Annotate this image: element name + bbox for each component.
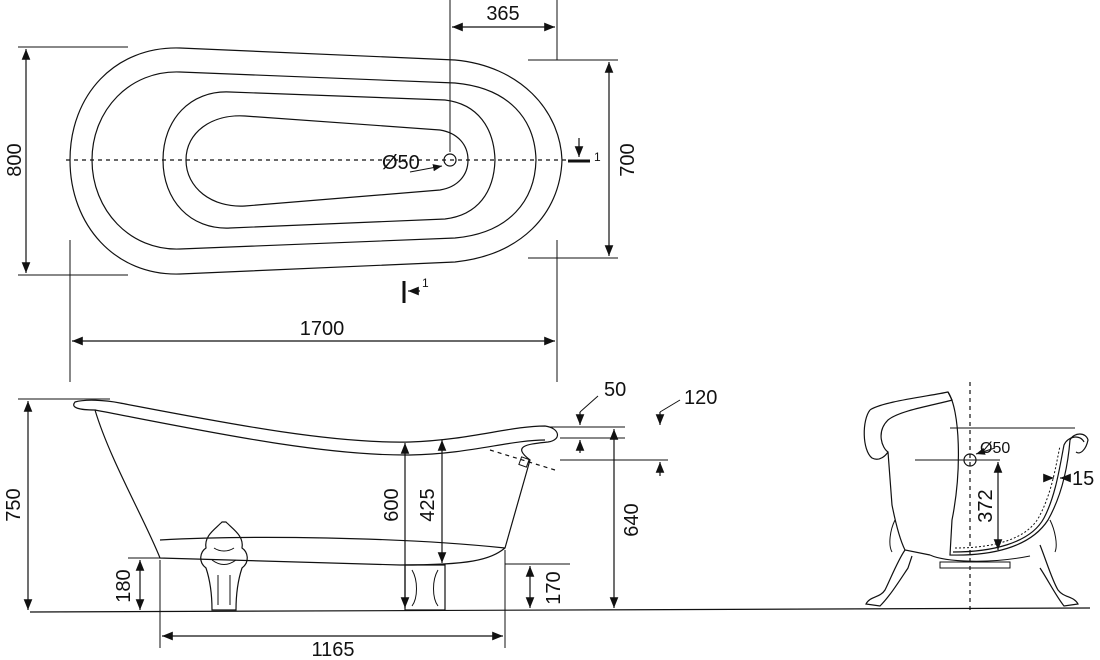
wall-thickness-label: 15 [1072, 468, 1094, 490]
section-body-left [869, 391, 953, 556]
section-wall-hatch [954, 445, 1061, 549]
inner-height-label: 600 [381, 488, 403, 521]
drain-offset-label: 365 [486, 3, 519, 25]
drain-height-label: 425 [417, 488, 439, 521]
side-view: 750 180 600 425 170 640 50 120 [3, 379, 1091, 660]
section-drain-diameter-label: Ø50 [980, 440, 1010, 457]
claw-foot-left [200, 521, 248, 611]
section-legs [865, 519, 1079, 607]
section-body-right [947, 391, 1089, 556]
base-height-label: 170 [543, 571, 565, 604]
drain-diameter-label: Ø50 [382, 152, 420, 174]
rim-thickness-leader [579, 395, 599, 413]
width-label: 800 [4, 143, 26, 176]
tub-rim-inner [94, 409, 546, 456]
top-view: Ø50 800 700 365 1700 1 1 [4, 0, 639, 382]
inner-width-label: 700 [617, 143, 639, 176]
overflow-line [489, 449, 556, 471]
section-drain-leader [975, 447, 996, 455]
rim-offset-label: 120 [684, 387, 717, 409]
tub-body-outline [73, 399, 558, 566]
section-view: Ø50 372 15 [863, 382, 1094, 610]
section-rim-left [863, 409, 889, 460]
floor-line [29, 607, 1091, 613]
tub-base-curve [159, 536, 506, 549]
length-label: 1700 [300, 318, 345, 340]
drain-leader [409, 164, 443, 173]
section-drain-height-label: 372 [975, 489, 997, 522]
rim-thickness-label: 50 [604, 379, 626, 401]
drain-icon [443, 153, 457, 167]
tub-outline-rim [91, 71, 537, 250]
svg-text:1: 1 [422, 276, 429, 290]
rim-height-label: 640 [621, 503, 643, 536]
height-label: 750 [3, 488, 25, 521]
svg-text:1: 1 [594, 150, 601, 164]
leg-spacing-label: 1165 [311, 639, 354, 660]
overflow-icon [518, 456, 530, 468]
section-marker-right: 1 [568, 138, 601, 164]
section-marker-bottom: 1 [402, 276, 429, 303]
tub-outline-outer [69, 47, 563, 275]
tub-outline-inner [162, 91, 496, 229]
leg-height-label: 180 [113, 569, 135, 602]
tub-basin [185, 115, 469, 207]
claw-foot-right [404, 564, 446, 611]
rim-offset-leader [659, 399, 681, 413]
